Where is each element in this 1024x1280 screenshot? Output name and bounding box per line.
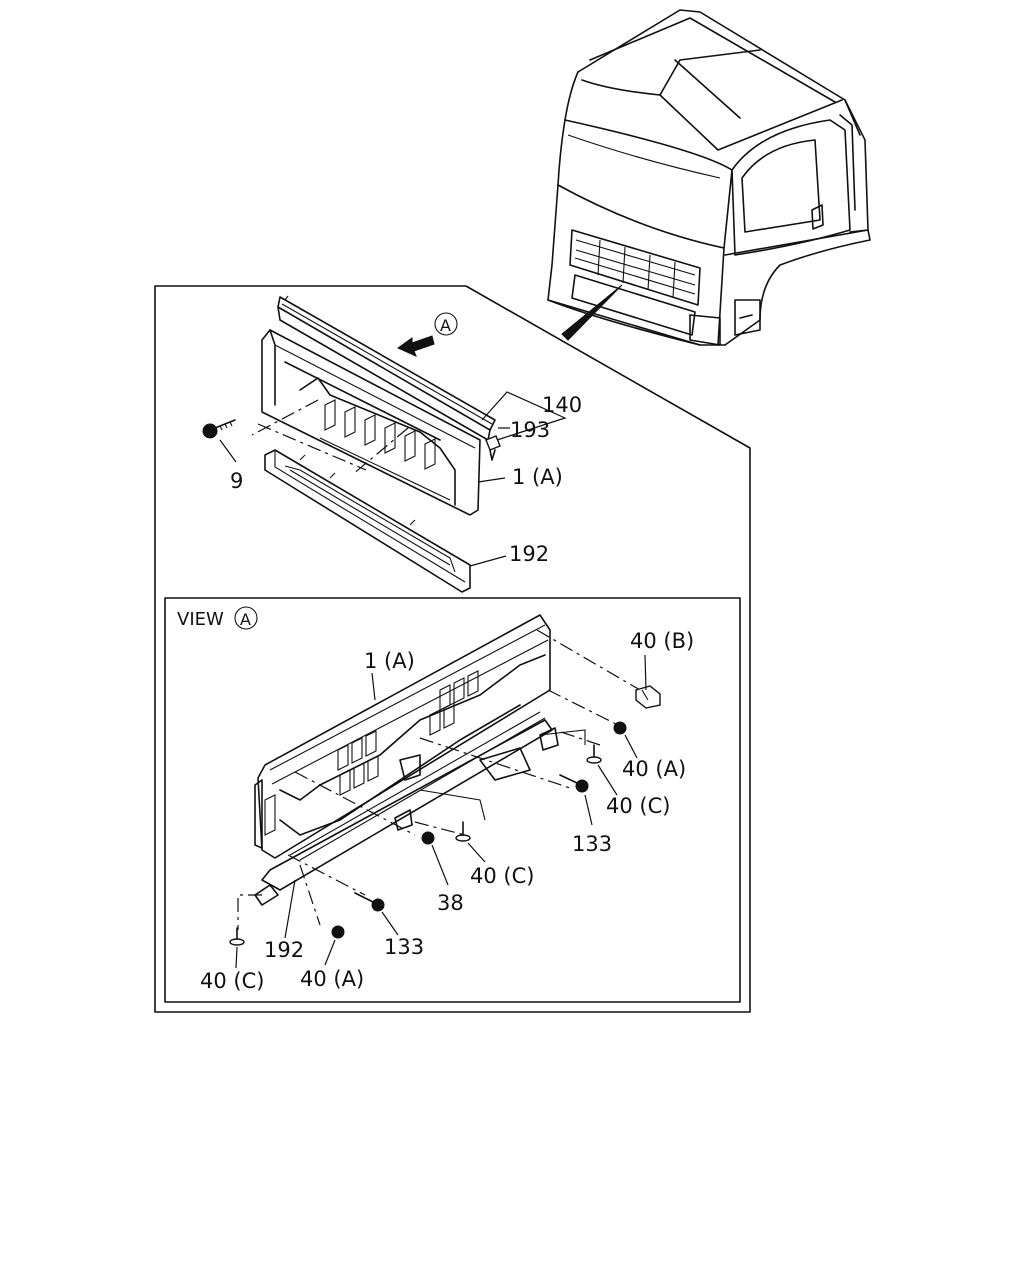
callout-9: 9 — [230, 469, 243, 493]
callout-193: 193 — [510, 418, 550, 442]
nut-38 — [421, 831, 435, 845]
view-callout-40a-left: 40 (A) — [300, 967, 364, 991]
view-callout-40c-mid: 40 (C) — [470, 864, 534, 888]
callout-view-marker: A — [440, 316, 451, 335]
view-callout-40c-left: 40 (C) — [200, 969, 264, 993]
view-callout-40a-right: 40 (A) — [622, 757, 686, 781]
view-label-letter: A — [240, 610, 251, 629]
truck-cab-illustration — [547, 9, 871, 346]
view-callout-133-left: 133 — [384, 935, 424, 959]
lower-bar-part — [264, 449, 471, 593]
nut-40a-left — [331, 925, 345, 939]
screw-part-9 — [202, 419, 236, 439]
pointer-arrow — [561, 284, 623, 341]
view-label-marker — [234, 606, 258, 630]
exploded-view — [202, 295, 567, 593]
view-a-assembly — [254, 614, 586, 906]
view-callout-38: 38 — [437, 891, 464, 915]
clip-part-193 — [485, 435, 501, 461]
view-callout-40c-right: 40 (C) — [606, 794, 670, 818]
callout-1a: 1 (A) — [512, 465, 563, 489]
nut-40a-right — [613, 721, 627, 735]
clip-40b — [635, 685, 661, 709]
view-callout-1a: 1 (A) — [364, 649, 415, 673]
callout-140: 140 — [542, 393, 582, 417]
outer-frame — [154, 285, 751, 1013]
view-a-frame — [164, 597, 741, 1003]
view-callout-40b: 40 (B) — [630, 629, 694, 653]
screw-133-right — [559, 774, 589, 793]
view-label: VIEW — [177, 609, 224, 630]
screw-40c-right — [586, 744, 602, 764]
grille-panel-part — [261, 329, 481, 516]
view-direction-arrow — [396, 335, 435, 357]
view-callout-192: 192 — [264, 938, 304, 962]
screw-40c-mid — [455, 821, 471, 842]
cab-grille — [569, 229, 701, 336]
upper-strip-part — [277, 295, 496, 441]
view-a-marker — [434, 312, 458, 336]
screw-133-left — [354, 892, 385, 912]
screw-40c-left — [229, 927, 245, 946]
callout-192: 192 — [509, 542, 549, 566]
view-callout-133-right: 133 — [572, 832, 612, 856]
